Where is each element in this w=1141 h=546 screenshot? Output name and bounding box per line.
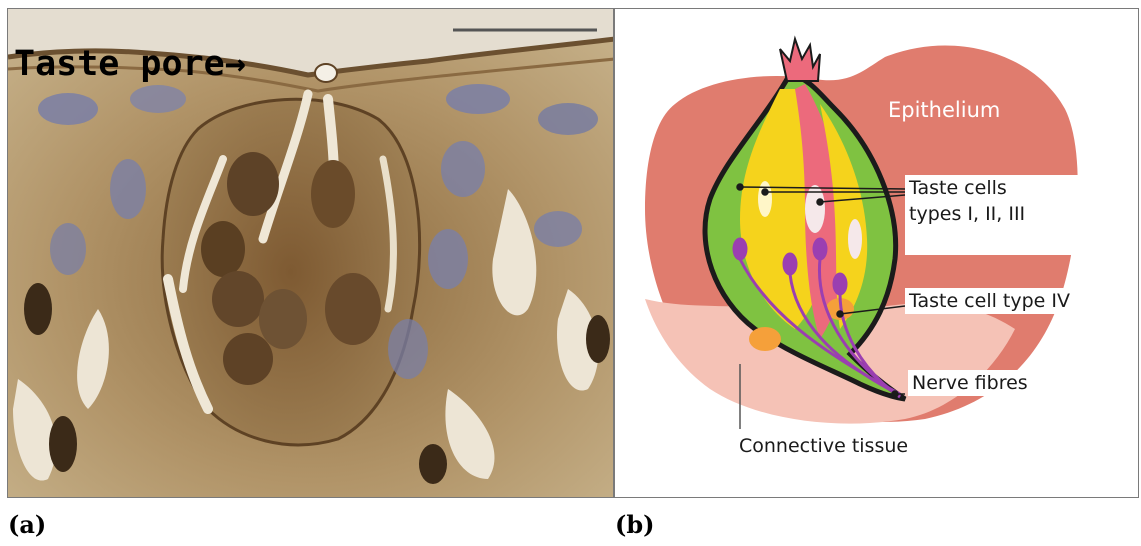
pore-arrow-icon: → bbox=[225, 44, 246, 84]
taste-cell-type4-label: Taste cell type IV bbox=[905, 288, 1138, 314]
panel-a-caption: (a) bbox=[8, 510, 46, 539]
epithelium-label: Epithelium bbox=[888, 96, 1000, 125]
nerve-fibres-label: Nerve fibres bbox=[908, 370, 1032, 396]
taste-cells-line2: types I, II, III bbox=[909, 201, 1079, 227]
micrograph-panel: Taste pore→ bbox=[7, 8, 614, 498]
taste-cells-line1: Taste cells bbox=[909, 175, 1079, 201]
taste-pore-text: Taste pore bbox=[14, 44, 225, 84]
taste-cells-label: Taste cells types I, II, III bbox=[905, 175, 1083, 255]
connective-tissue-label: Connective tissue bbox=[735, 433, 912, 459]
diagram-panel: Epithelium Taste cells types I, II, III … bbox=[614, 8, 1139, 498]
panel-b-caption: (b) bbox=[615, 510, 655, 539]
taste-pore-label: Taste pore→ bbox=[14, 47, 246, 82]
